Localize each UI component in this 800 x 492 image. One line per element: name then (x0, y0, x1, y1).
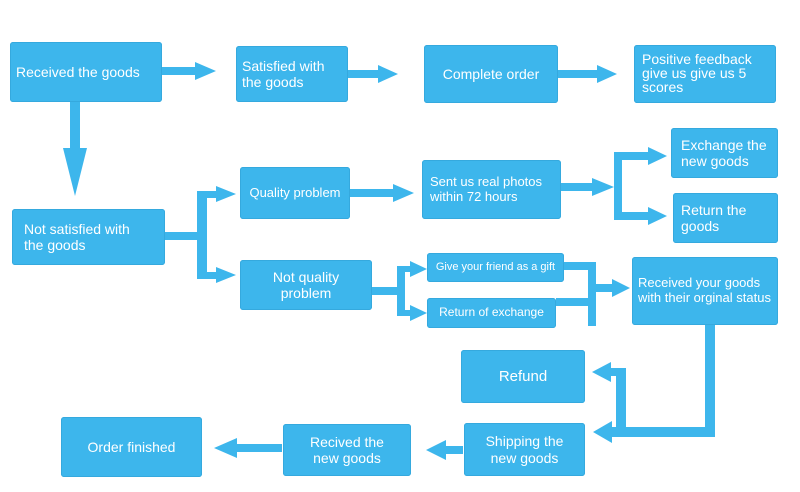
node-received-goods: Received the goods (10, 42, 162, 102)
node-recived-new: Recived the new goods (283, 424, 411, 476)
connector-refund-vertical (616, 368, 626, 437)
arrow-shipping-to-recived (426, 440, 463, 460)
node-return-exchange: Return of exchange (427, 298, 556, 328)
connector-original-down (705, 325, 715, 437)
arrow-satisfied-to-complete (348, 65, 398, 83)
node-exchange-new: Exchange the new goods (671, 128, 778, 178)
arrow-to-give-friend (397, 261, 427, 277)
connector-original-horizontal (616, 427, 715, 437)
arrow-complete-to-feedback (558, 65, 617, 83)
node-quality-problem: Quality problem (240, 167, 350, 219)
connector-gift-down (588, 262, 596, 326)
arrow-quality-to-photos (350, 184, 414, 202)
connector-gift-out (562, 262, 594, 270)
node-satisfied: Satisfied with the goods (236, 46, 348, 102)
node-order-finished: Order finished (61, 417, 202, 477)
node-complete-order: Complete order (424, 45, 558, 103)
arrow-received-to-notsatisfied (63, 102, 87, 196)
node-not-satisfied: Not satisfied with the goods (12, 209, 165, 265)
arrow-to-refund (592, 362, 626, 382)
connector-notquality-stem (372, 287, 402, 295)
node-shipping-new: Shipping the new goods (464, 423, 585, 476)
connector-return-out (556, 298, 596, 306)
node-sent-photos: Sent us real photos within 72 hours (422, 160, 561, 219)
arrow-to-received-original (594, 279, 630, 297)
node-return-goods: Return the goods (673, 193, 778, 243)
arrow-to-exchange (614, 147, 667, 165)
connector-photos-branch (614, 152, 622, 220)
connector-notsatisfied-stem (165, 232, 203, 240)
node-positive-feedback: Positive feedback give us give us 5 scor… (634, 45, 776, 103)
arrow-to-shipping (593, 421, 626, 443)
arrow-to-quality-problem (197, 186, 236, 202)
arrow-to-return-exchange (397, 305, 427, 321)
arrow-to-not-quality-problem (197, 267, 236, 283)
node-refund: Refund (461, 350, 585, 403)
node-received-original: Received your goods with their orginal s… (632, 257, 778, 325)
arrow-to-return (614, 207, 667, 225)
node-give-friend: Give your friend as a gift (427, 253, 564, 282)
node-not-quality-problem: Not quality problem (240, 260, 372, 310)
arrow-recived-to-finished (214, 438, 282, 458)
arrow-received-to-satisfied (162, 62, 216, 80)
arrow-photos-to-branch (561, 178, 614, 196)
